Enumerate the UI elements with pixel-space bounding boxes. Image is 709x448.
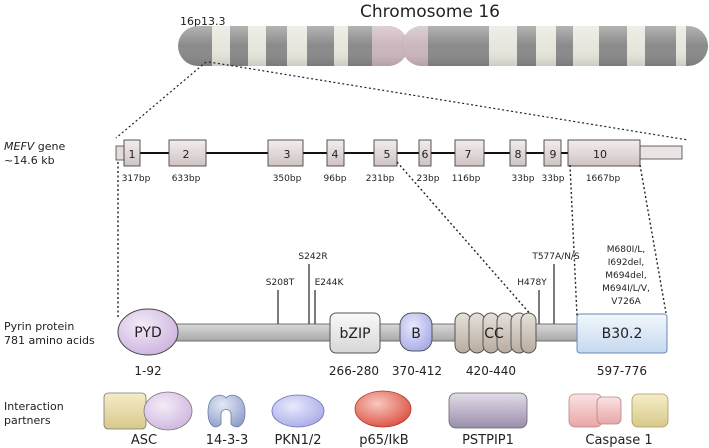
- protein-label-line2: 781 amino acids: [4, 334, 95, 347]
- domain-coiled-coil: CC: [454, 312, 537, 354]
- domain-pyd-range: 1-92: [134, 364, 161, 378]
- exon-5: 5 231bp: [366, 139, 398, 184]
- exon-box: [123, 139, 141, 167]
- exon-length: 116bp: [452, 174, 481, 184]
- partner-caspase-1: [568, 393, 669, 428]
- partner-pkn1-2-label: PKN1/2: [274, 433, 321, 448]
- mutation-e244k: E244K: [315, 278, 345, 288]
- exon-box: [168, 139, 207, 167]
- exon-box: [326, 139, 345, 167]
- mutation-h478y: H478Y: [517, 278, 547, 288]
- exon-7: 7 116bp: [452, 139, 485, 184]
- chromosome-zoom-lines: [115, 61, 689, 141]
- mutation-ticks: [277, 264, 555, 326]
- domain-b-box: B: [399, 312, 433, 352]
- chromosome-q-arm: [402, 26, 708, 66]
- domain-b30-2: B30.2: [576, 313, 668, 354]
- partner-pkn1-2: [271, 394, 325, 428]
- domain-pyd: PYD: [117, 308, 179, 356]
- chromosome-title: Chromosome 16: [360, 2, 500, 22]
- exon-box: [373, 139, 398, 167]
- domain-b30-range: 597-776: [597, 364, 647, 378]
- mutation-b30-group: M680I/L, I692del, M694del, M694I/L/V, V7…: [602, 245, 650, 307]
- mutation-b30-line: M694del,: [605, 271, 647, 281]
- mutation-s242r: S242R: [298, 252, 327, 262]
- exon-length: 317bp: [122, 174, 151, 184]
- mutation-b30-line: M680I/L,: [607, 245, 646, 255]
- exon-length: 23bp: [417, 174, 440, 184]
- exon-box: [543, 139, 562, 167]
- domain-bzip: bZIP: [329, 312, 381, 354]
- partner-caspase-1-label: Caspase 1: [585, 433, 652, 448]
- partner-pstpip1: [448, 392, 528, 429]
- partner-p65-ikb: [354, 390, 412, 428]
- exon-1-utr: [115, 145, 125, 161]
- exon-length: 33bp: [542, 174, 565, 184]
- exon-number: 3: [284, 148, 291, 161]
- exon-number: 8: [515, 148, 522, 161]
- partners-label-line2: partners: [4, 414, 51, 427]
- domain-bzip-range: 266-280: [329, 364, 379, 378]
- chromosome-p-arm: [178, 26, 408, 66]
- domain-cc-range: 420-440: [466, 364, 516, 378]
- exon-10: 10 1667bp: [567, 139, 641, 184]
- exon-number: 2: [183, 148, 190, 161]
- mutation-b30-line: M694I/L/V,: [602, 284, 650, 294]
- exon-box: [267, 139, 304, 167]
- exon-box: [454, 139, 485, 167]
- exon-length: 350bp: [273, 174, 302, 184]
- mutation-t577: T577A/N/S: [531, 252, 580, 262]
- exon-box: [509, 139, 527, 167]
- exon-box: [567, 139, 641, 167]
- exon-10-utr: [639, 145, 683, 160]
- partner-pstpip1-label: PSTPIP1: [462, 433, 514, 448]
- gene-size: ~14.6 kb: [4, 154, 55, 167]
- domain-pyd-label: PYD: [134, 325, 161, 341]
- gene-exons: 1 317bp 2 633bp 3 350bp 4 96bp 5 231bp 6 23bp 7 116bp…: [122, 139, 641, 184]
- exon-6: 6 23bp: [417, 139, 440, 184]
- exon-number: 9: [550, 148, 557, 161]
- partner-14-3-3: [207, 394, 246, 428]
- partner-asc: [103, 391, 193, 431]
- exon-8: 8 33bp: [509, 139, 535, 184]
- exon-number: 6: [422, 148, 429, 161]
- chromosome-band-label: 16p13.3: [180, 15, 225, 28]
- exon-number: 5: [384, 148, 391, 161]
- exon-number: 10: [593, 148, 607, 161]
- exon-9: 9 33bp: [542, 139, 565, 184]
- partner-asc-label: ASC: [131, 433, 157, 448]
- exon-3: 3 350bp: [267, 139, 304, 184]
- domain-b-label: B: [411, 326, 421, 342]
- exon-box: [418, 139, 432, 167]
- exon-2: 2 633bp: [168, 139, 207, 184]
- protein-label-line1: Pyrin protein: [4, 320, 74, 333]
- mutation-b30-line: I692del,: [608, 258, 644, 268]
- partner-14-3-3-label: 14-3-3: [206, 433, 248, 448]
- partner-p65-ikb-label: p65/IkB: [359, 433, 408, 448]
- exon-length: 1667bp: [586, 174, 621, 184]
- gene-label-line1: MEFV gene: [4, 140, 66, 153]
- mutation-b30-line: V726A: [611, 297, 641, 307]
- gene-name: MEFV: [4, 140, 36, 153]
- chromosome-16: [178, 26, 708, 66]
- exon-number: 4: [332, 148, 339, 161]
- exon-length: 33bp: [512, 174, 535, 184]
- domain-b-range: 370-412: [392, 364, 442, 378]
- exon-length: 633bp: [172, 174, 201, 184]
- partners-label-line1: Interaction: [4, 400, 64, 413]
- exon-4: 4 96bp: [324, 139, 347, 184]
- gene-protein-mapping-lines: [117, 161, 667, 318]
- domain-b30-label: B30.2: [602, 326, 643, 342]
- exon-1: 1 317bp: [122, 139, 151, 184]
- exon-length: 96bp: [324, 174, 347, 184]
- domain-bzip-label: bZIP: [339, 326, 370, 342]
- gene-name-suffix: gene: [34, 140, 65, 153]
- mutation-s208t: S208T: [266, 278, 295, 288]
- domain-cc-label: CC: [484, 326, 504, 342]
- exon-number: 1: [129, 148, 136, 161]
- exon-number: 7: [465, 148, 472, 161]
- exon-length: 231bp: [366, 174, 395, 184]
